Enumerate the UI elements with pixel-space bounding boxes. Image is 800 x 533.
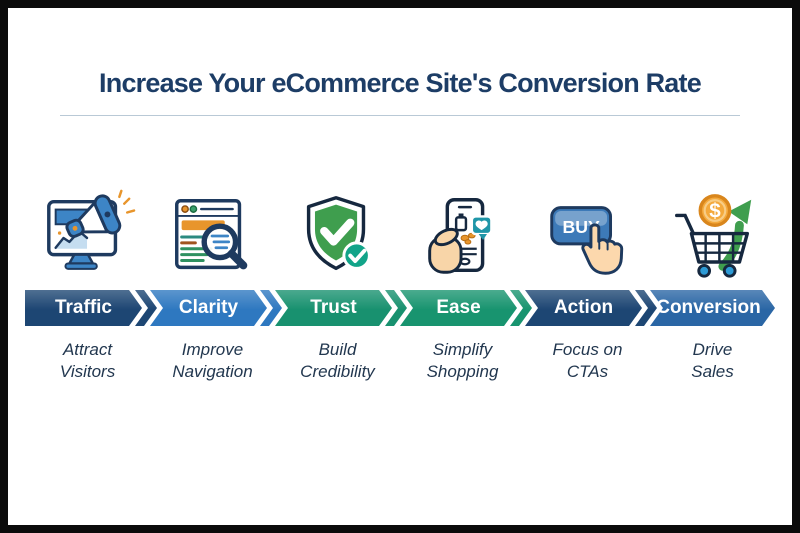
webpage-magnifier-icon — [174, 199, 247, 270]
step-description-clarity: Improve Navigation — [172, 340, 253, 382]
descriptions-row: Attract Visitors Improve Navigation Buil… — [25, 339, 775, 383]
step-description-traffic: Attract Visitors — [59, 340, 116, 382]
step-label-action: Action — [553, 297, 614, 318]
growth-arrow-icon — [717, 220, 744, 271]
step-icon-cell-action: BUY — [525, 188, 650, 286]
monitor-megaphone-icon — [46, 189, 135, 270]
step-description-trust: Build Credibility — [300, 340, 375, 382]
page-title: Increase Your eCommerce Site's Conversio… — [99, 68, 702, 98]
cursor-hand-icon — [580, 223, 623, 275]
icons-row: BUY — [25, 188, 775, 286]
dollar-coin-icon: $ — [698, 194, 731, 227]
hand-phone-icon — [427, 198, 493, 274]
step-description-ease: Simplify Shopping — [426, 340, 499, 382]
arrow-labels: Traffic Clarity Trust Ease Action Conver… — [25, 290, 775, 326]
shield-check-icon — [306, 196, 371, 271]
step-label-trust: Trust — [310, 297, 357, 318]
step-icon-cell-conversion: $ — [650, 188, 775, 286]
step-icon-cell-traffic — [25, 188, 150, 286]
heart-badge-icon — [470, 215, 493, 240]
step-description-conversion: Drive Sales — [691, 340, 734, 382]
dollar-symbol: $ — [709, 199, 721, 222]
step-icon-cell-trust — [275, 188, 400, 286]
step-label-traffic: Traffic — [54, 297, 113, 318]
step-label-ease: Ease — [436, 297, 481, 318]
step-label-conversion: Conversion — [656, 297, 761, 318]
step-icon-cell-clarity — [150, 188, 275, 286]
cart-growth-icon: $ — [674, 194, 751, 278]
process-flow: BUY — [25, 188, 775, 383]
process-arrow-band: Traffic Clarity Trust Ease Action Conver… — [25, 290, 775, 326]
step-label-clarity: Clarity — [178, 297, 239, 318]
infographic-panel: Increase Your eCommerce Site's Conversio… — [8, 8, 792, 525]
step-description-action: Focus on CTAs — [552, 340, 623, 382]
chevron-band-graphic — [25, 290, 775, 326]
step-icon-cell-ease — [400, 188, 525, 286]
title-divider — [60, 115, 740, 116]
buy-button-click-icon: BUY — [549, 206, 623, 275]
